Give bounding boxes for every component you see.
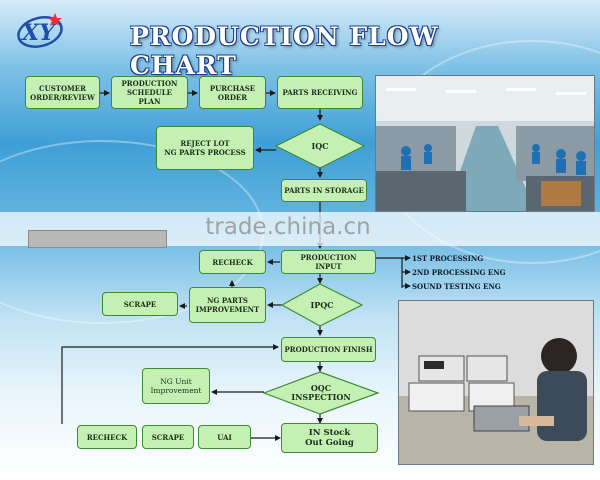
ng-unit-improvement-box: NG Unit Improvement — [142, 368, 210, 404]
uai-box: UAI — [198, 425, 251, 449]
company-logo: XY — [17, 13, 63, 48]
testing-lab-photo — [398, 300, 594, 465]
scrape-bottom-box: SCRAPE — [142, 425, 194, 449]
process-step-3: SOUND TESTING ENG — [412, 282, 501, 291]
ipqc-diamond — [280, 283, 364, 327]
schedule-plan-box: PRODUCTION SCHEDULE PLAN — [111, 76, 188, 109]
recheck-top-box: RECHECK — [199, 250, 266, 274]
oqc-label: OQC INSPECTION — [291, 383, 351, 402]
parts-receiving-box: PARTS RECEIVING — [277, 76, 363, 109]
oqc-diamond — [262, 371, 380, 415]
process-step-2: 2ND PROCESSING ENG — [412, 268, 506, 277]
process-step-1: 1ST PROCESSING — [412, 254, 484, 263]
iqc-diamond — [274, 123, 366, 169]
watermark-text: trade.china.cn — [205, 214, 371, 240]
factory-floor-photo — [375, 75, 595, 212]
production-input-box: PRODUCTION INPUT — [281, 250, 376, 274]
production-finish-box: PRODUCTION FINISH — [281, 337, 376, 362]
star-icon — [48, 13, 62, 26]
gray-label-bar — [28, 230, 167, 248]
reject-lot-box: REJECT LOT NG PARTS PROCESS — [156, 126, 254, 170]
scrape-top-box: SCRAPE — [102, 292, 178, 316]
parts-storage-box: PARTS IN STORAGE — [281, 179, 367, 202]
ng-parts-improvement-box: NG PARTS IMPROVEMENT — [189, 287, 266, 323]
page-title: PRODUCTION FLOW CHART — [130, 22, 439, 80]
ipqc-label: IPQC — [310, 299, 334, 310]
in-stock-box: IN Stock Out Going — [281, 423, 378, 453]
customer-order-box: CUSTOMER ORDER/REVIEW — [25, 76, 100, 109]
iqc-label: IQC — [311, 140, 329, 151]
recheck-bottom-box: RECHECK — [77, 425, 137, 449]
purchase-order-box: PURCHASE ORDER — [199, 76, 266, 109]
